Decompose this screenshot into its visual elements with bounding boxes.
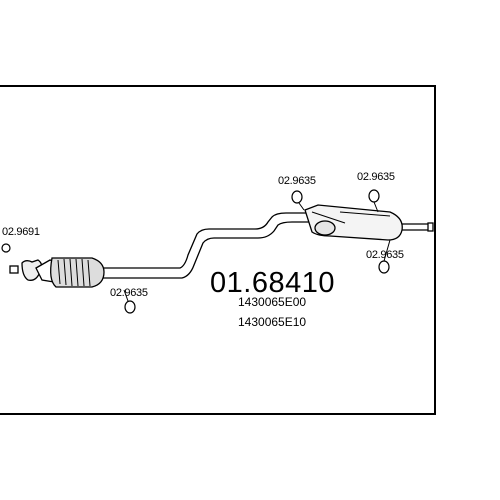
rubber-mount-icons bbox=[1, 189, 391, 314]
mount-icon-rear-2 bbox=[368, 189, 380, 203]
gasket-label: 02.9691 bbox=[2, 226, 40, 238]
oem-number-2: 1430065E10 bbox=[238, 315, 306, 329]
exhaust-pipe bbox=[100, 212, 434, 279]
mount-icon-rear-1 bbox=[291, 190, 303, 204]
mount-front-label: 02.9635 bbox=[110, 287, 148, 299]
gasket-ring-icon bbox=[1, 243, 11, 253]
mount-rear-3-label: 02.9635 bbox=[366, 249, 404, 261]
catalytic-converter bbox=[9, 257, 105, 288]
part-number: 01.68410 bbox=[210, 267, 335, 299]
mount-rear-2-label: 02.9635 bbox=[357, 171, 395, 183]
diagram-frame bbox=[0, 85, 436, 415]
mount-icon-rear-3 bbox=[378, 260, 390, 274]
mount-icon-front bbox=[124, 300, 136, 314]
mount-rear-1-label: 02.9635 bbox=[278, 175, 316, 187]
oem-number-1: 1430065E00 bbox=[238, 295, 306, 309]
rear-muffler bbox=[304, 204, 403, 241]
